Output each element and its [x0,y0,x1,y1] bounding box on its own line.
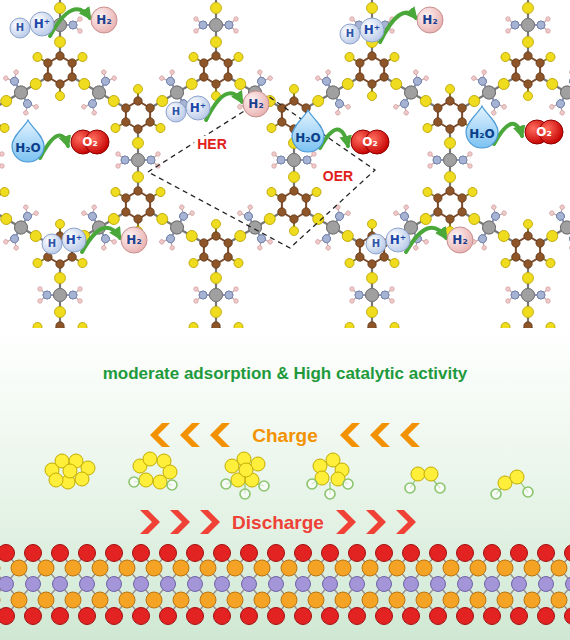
proton: H⁺ [190,102,206,114]
oxygen: O₂ [362,136,377,148]
reaction-name: OER [320,168,356,184]
h-atom: H [16,23,24,33]
top-panel [0,0,570,328]
water: H₂O [15,142,41,154]
hydrogen: H₂ [248,98,263,110]
reaction-arrows [40,9,522,252]
panel-heading: moderate adsorption & High catalytic act… [103,365,468,382]
discharge-label: Discharge [232,513,324,532]
hydrogen: H₂ [96,14,111,26]
h-atom: H [172,107,180,117]
oxygen: O₂ [82,136,97,148]
h-atom: H [48,239,56,249]
discharge-chevrons [140,510,416,534]
proton: H⁺ [34,18,50,30]
hydrogen: H₂ [452,234,467,246]
host-slab [0,544,570,628]
hydrogen: H₂ [126,234,141,246]
oxygen: O₂ [536,126,551,138]
molecule-bubbles [10,7,563,254]
proton: H⁺ [390,234,406,246]
bottom-panel [0,328,570,640]
cof-lattice [0,0,570,328]
sulfur-clusters [45,452,533,499]
proton: H⁺ [66,234,82,246]
water: H₂O [295,132,321,144]
charge-label: Charge [252,426,317,445]
unit-cell [148,96,375,248]
h-atom: H [372,239,380,249]
proton: H⁺ [364,24,380,36]
h-atom: H [346,29,354,39]
reaction-name: HER [194,136,230,152]
hydrogen: H₂ [422,14,437,26]
charge-chevrons [150,423,420,447]
water: H₂O [469,128,495,140]
